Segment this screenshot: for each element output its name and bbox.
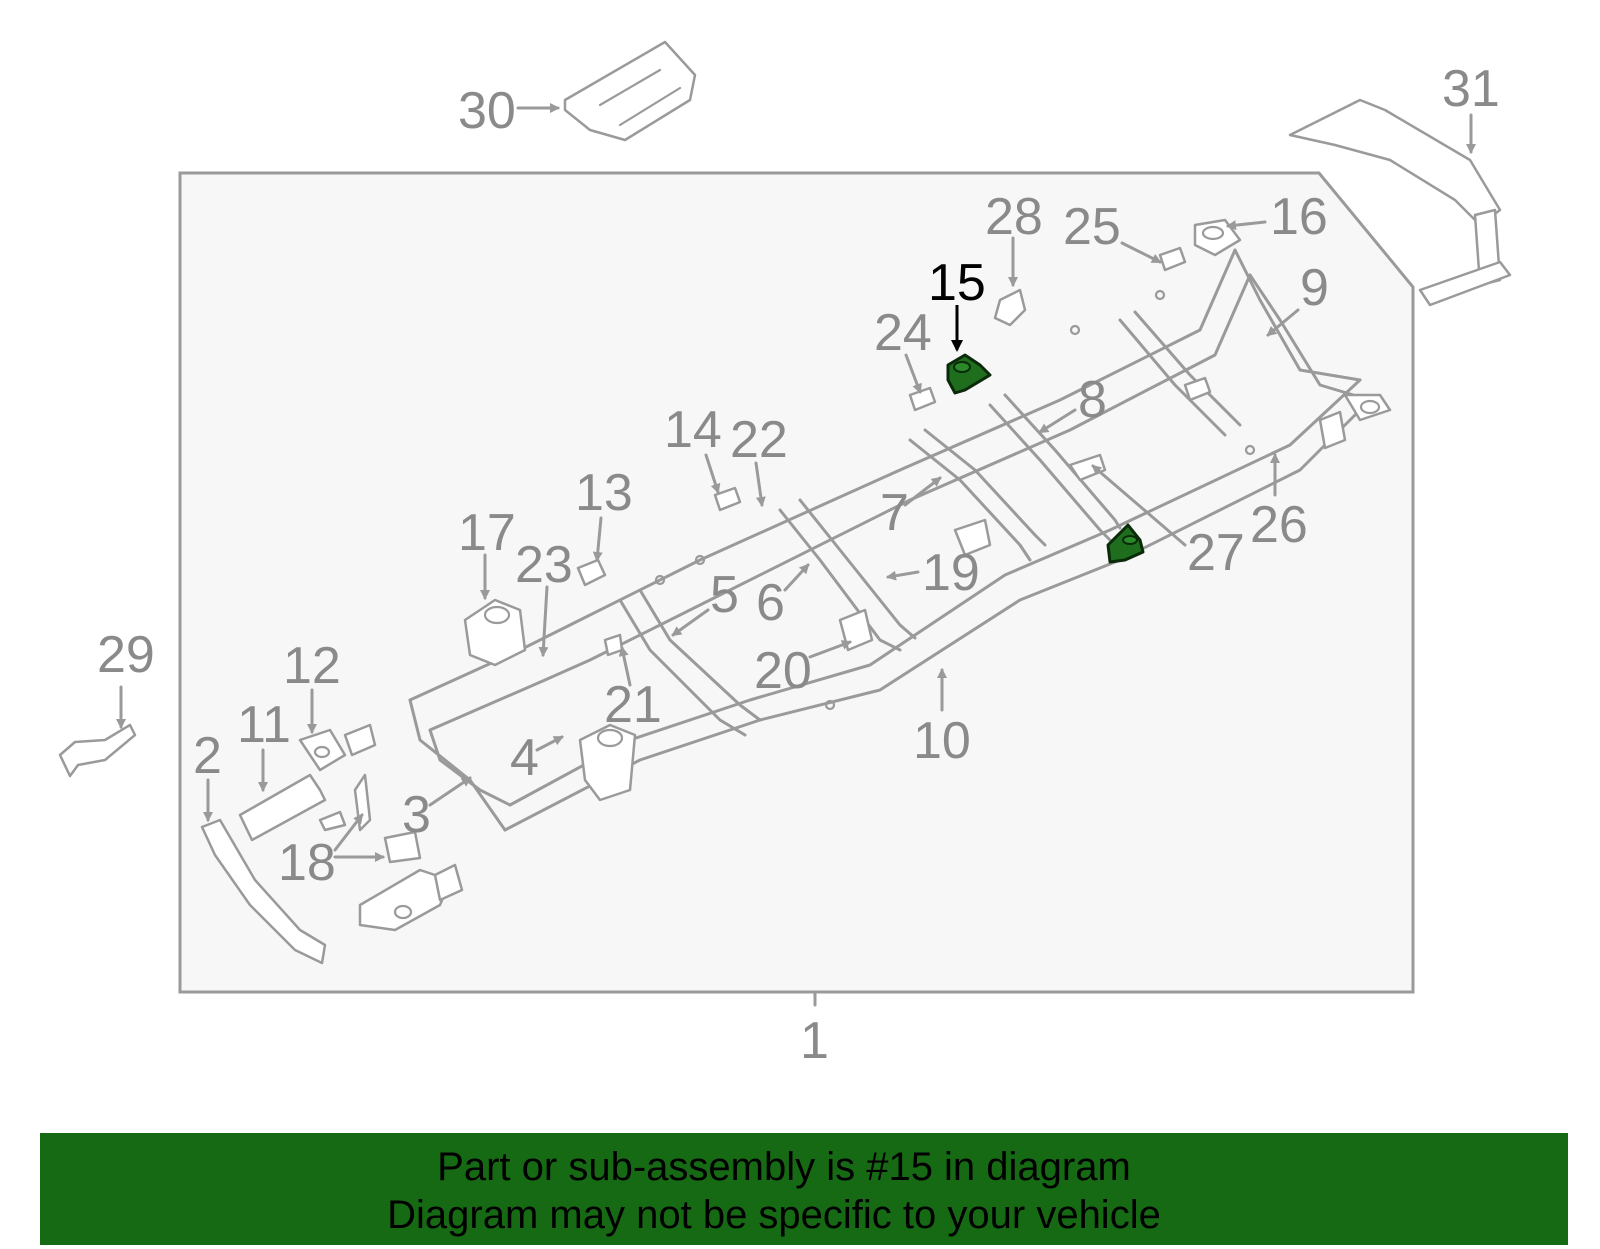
callout-26: 26 (1250, 496, 1308, 554)
callout-5: 5 (710, 566, 739, 624)
callout-15: 15 (928, 254, 986, 312)
callout-21: 21 (604, 676, 662, 734)
callout-25: 25 (1063, 198, 1121, 256)
callout-30: 30 (458, 82, 516, 140)
callout-27: 27 (1187, 524, 1245, 582)
callout-9: 9 (1300, 259, 1329, 317)
callout-24: 24 (874, 304, 932, 362)
callout-31: 31 (1442, 60, 1500, 118)
callout-20: 20 (754, 642, 812, 700)
callout-18: 18 (278, 834, 336, 892)
banner-line-1: Part or sub-assembly is #15 in diagram (437, 1145, 1131, 1189)
callout-14: 14 (664, 401, 722, 459)
callout-12: 12 (283, 637, 341, 695)
part-15-highlight[interactable] (946, 353, 1145, 564)
callout-7: 7 (880, 484, 909, 542)
callout-3: 3 (402, 786, 431, 844)
callout-6: 6 (756, 574, 785, 632)
callout-labels: 30 31 28 25 16 9 15 24 8 14 22 13 17 23 … (97, 60, 1500, 1070)
callout-29: 29 (97, 626, 155, 684)
callout-1: 1 (800, 1012, 829, 1070)
banner-line-2: Diagram may not be specific to your vehi… (387, 1193, 1161, 1237)
frame-assembly (408, 218, 1392, 832)
callout-17: 17 (458, 504, 516, 562)
callout-4: 4 (510, 729, 539, 787)
callout-19: 19 (922, 544, 980, 602)
callout-13: 13 (575, 464, 633, 522)
callout-11: 11 (237, 696, 291, 754)
loose-parts (58, 40, 1512, 965)
callout-2: 2 (193, 727, 222, 785)
callout-10: 10 (913, 712, 971, 770)
callout-23: 23 (515, 536, 573, 594)
callout-22: 22 (730, 411, 788, 469)
callout-16: 16 (1270, 188, 1328, 246)
callout-8: 8 (1078, 371, 1107, 429)
assembly-panel (178, 171, 1415, 994)
callout-28: 28 (985, 188, 1043, 246)
info-banner: Part or sub-assembly is #15 in diagram D… (40, 1133, 1568, 1245)
